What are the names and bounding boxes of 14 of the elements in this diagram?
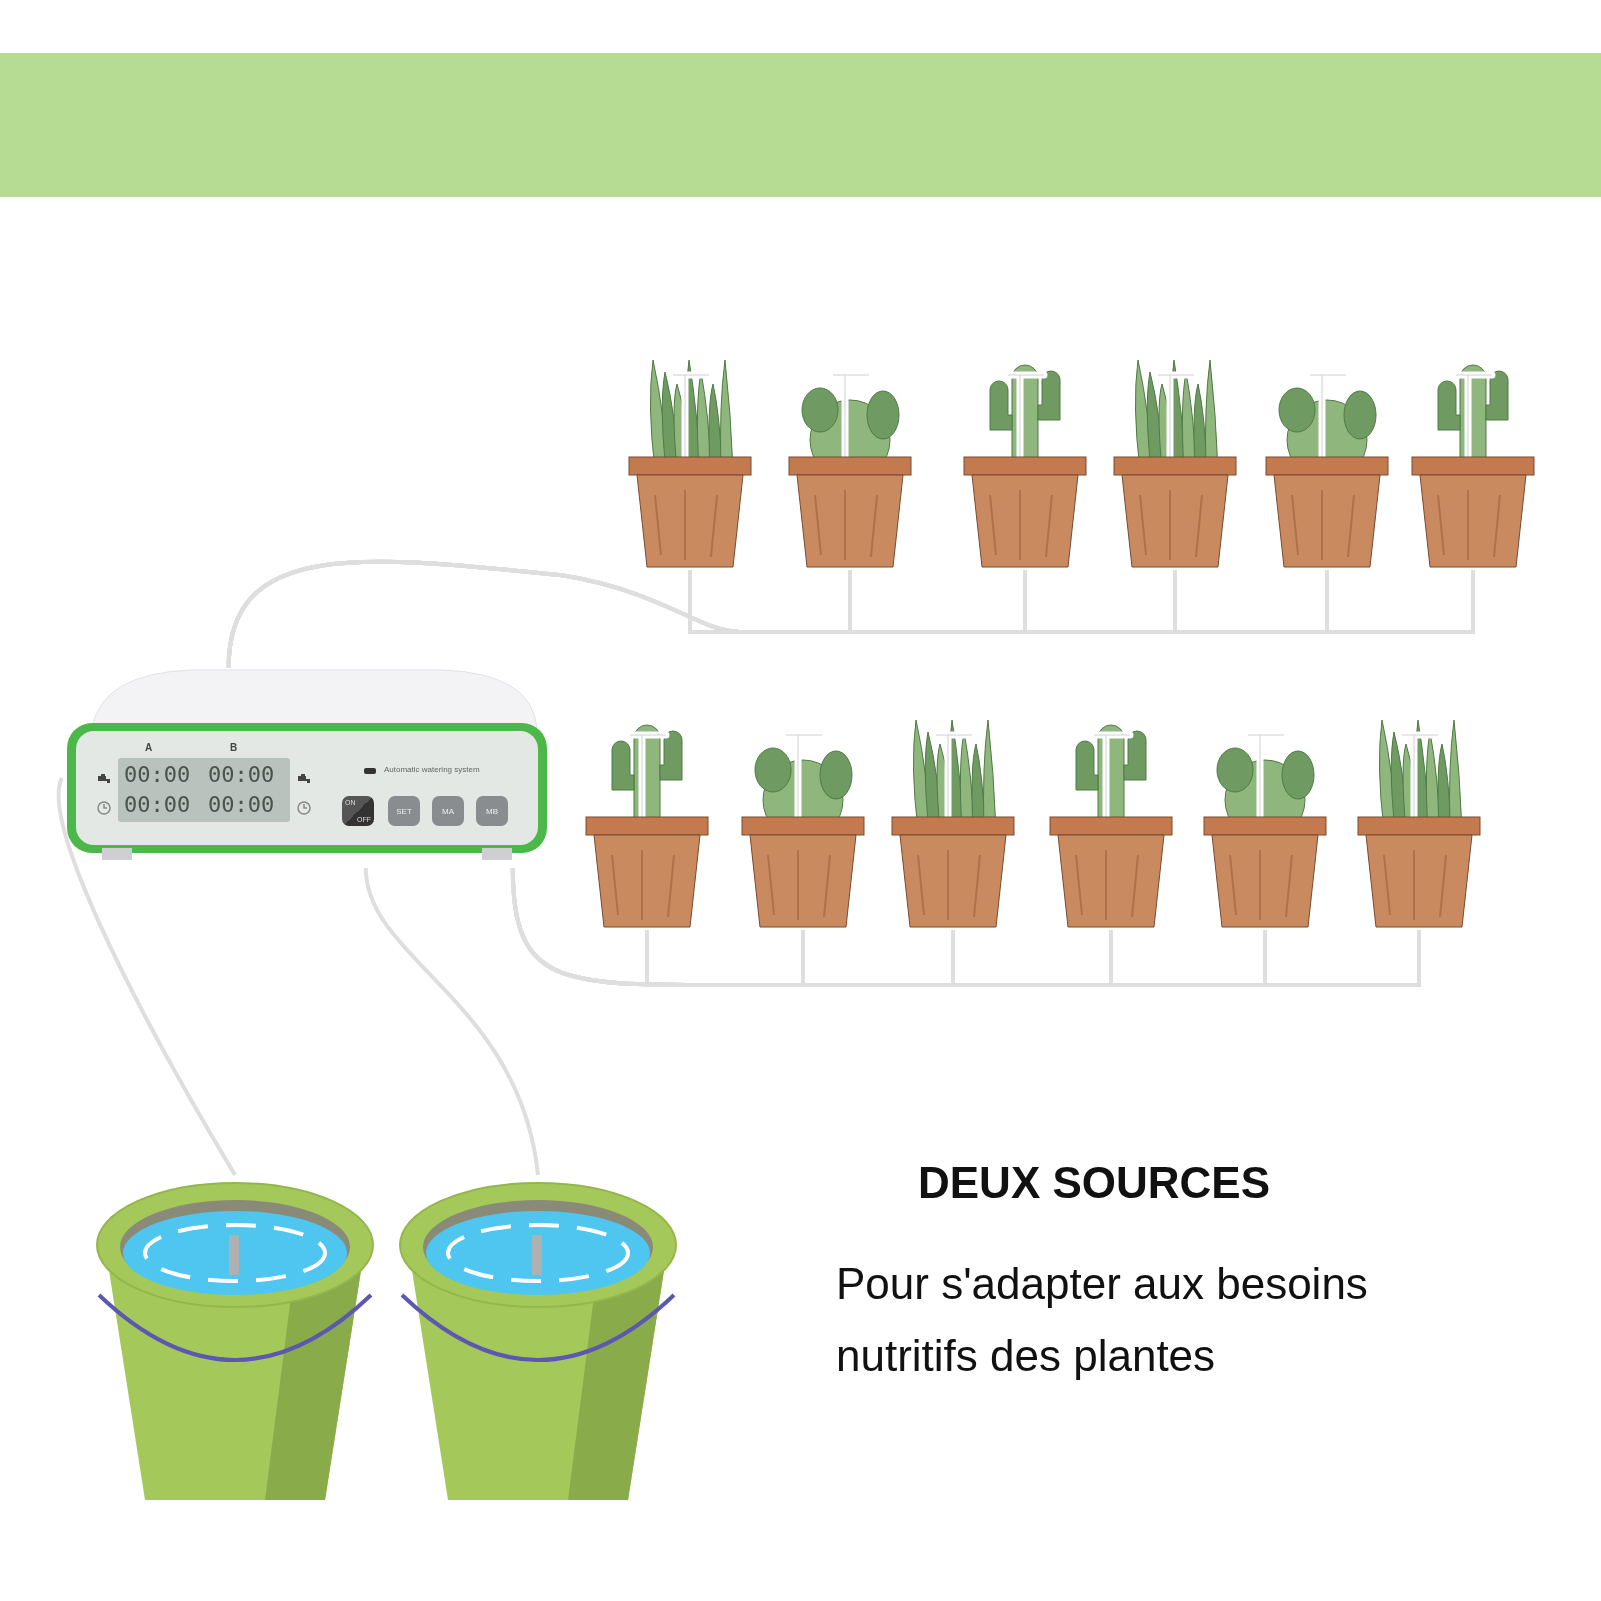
description-text: Pour s'adapter aux besoins nutritifs des plantes [836, 1258, 1369, 1382]
channel-label: A [145, 742, 153, 753]
channel-b-button: MB [476, 796, 508, 826]
water-tube [363, 867, 540, 1176]
time-readout: 00:00 [208, 794, 275, 816]
water-tube [56, 777, 237, 1176]
channel-a-button: MA [432, 796, 464, 826]
device-caption: Automatic watering system [384, 765, 480, 774]
time-readout: 00:00 [124, 794, 191, 816]
set-button: SET [388, 796, 420, 826]
time-readout: 00:00 [208, 764, 275, 786]
channel-label: B [230, 742, 238, 753]
section-heading: DEUX SOURCES [918, 1158, 1271, 1208]
time-readout: 00:00 [124, 764, 191, 786]
